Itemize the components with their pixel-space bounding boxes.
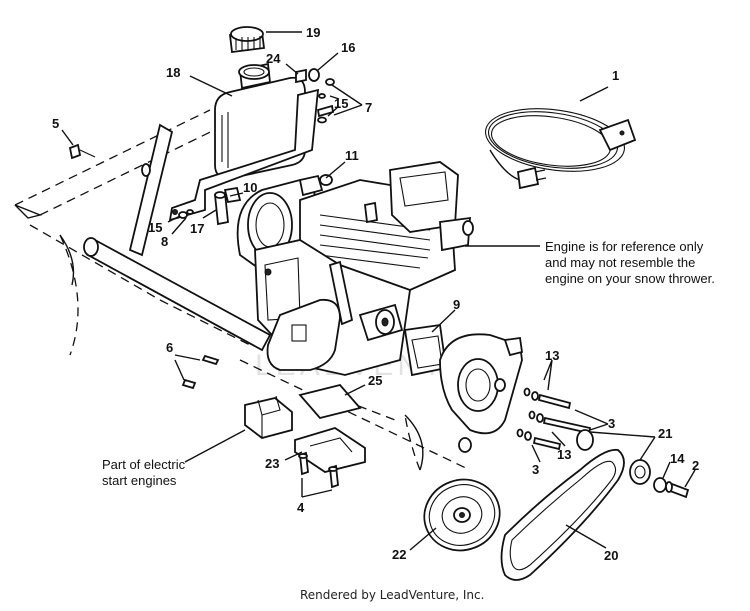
footer-credit: Rendered by LeadVenture, Inc. <box>300 588 484 602</box>
electric-note-line1: Part of electric <box>102 457 186 472</box>
pulley-hardware <box>516 387 594 451</box>
callout-8: 8 <box>161 234 168 249</box>
callout-14: 14 <box>670 451 685 466</box>
belt-guard <box>439 333 524 453</box>
leader-lines <box>61 31 696 551</box>
callout-15a: 15 <box>334 96 348 111</box>
callout-18: 18 <box>166 65 180 80</box>
housing-frame <box>14 109 471 471</box>
callout-16: 16 <box>341 40 355 55</box>
callout-22: 22 <box>392 547 406 562</box>
callout-13a: 13 <box>545 348 559 363</box>
callout-25: 25 <box>368 373 382 388</box>
electric-start-note: Part of electric start engines <box>102 457 186 488</box>
callout-13b: 13 <box>557 447 571 462</box>
callout-9: 9 <box>453 297 460 312</box>
bolt-5 <box>68 143 96 160</box>
engine-note-line1: Engine is for reference only <box>545 239 704 254</box>
electric-note-line2: start engines <box>102 473 177 488</box>
callout-20: 20 <box>604 548 618 563</box>
lower-left-parts <box>181 354 366 489</box>
callout-7: 7 <box>365 100 372 115</box>
callout-3b: 3 <box>532 462 539 477</box>
handle-tube <box>83 123 272 352</box>
callout-23: 23 <box>265 456 279 471</box>
fuel-tank <box>168 62 320 222</box>
callout-17: 17 <box>190 221 204 236</box>
callout-19: 19 <box>306 25 320 40</box>
callout-1: 1 <box>612 68 619 83</box>
callout-15b: 15 <box>148 220 162 235</box>
callout-21: 21 <box>658 426 672 441</box>
callout-2: 2 <box>692 458 699 473</box>
tank-hardware <box>295 68 335 124</box>
engine-note-line3: engine on your snow thrower. <box>545 271 715 286</box>
callout-3a: 3 <box>608 416 615 431</box>
bracket-hardware <box>178 186 242 226</box>
callout-4: 4 <box>297 500 305 515</box>
drive-belt <box>500 448 625 581</box>
callout-6: 6 <box>166 340 173 355</box>
callout-11: 11 <box>345 148 359 163</box>
engine-note-line2: and may not resemble the <box>545 255 695 270</box>
engine-pulley <box>629 459 690 499</box>
auger-pulley <box>423 478 501 552</box>
engine-note: Engine is for reference only and may not… <box>545 239 715 286</box>
callout-24: 24 <box>266 51 281 66</box>
fuel-cap <box>228 26 266 54</box>
callout-10: 10 <box>243 180 257 195</box>
callout-5: 5 <box>52 116 59 131</box>
engine <box>236 161 474 376</box>
callout-numbers: 19 24 16 18 7 15 1 5 11 10 15 8 17 9 6 1… <box>52 25 699 563</box>
power-cord <box>485 108 637 190</box>
